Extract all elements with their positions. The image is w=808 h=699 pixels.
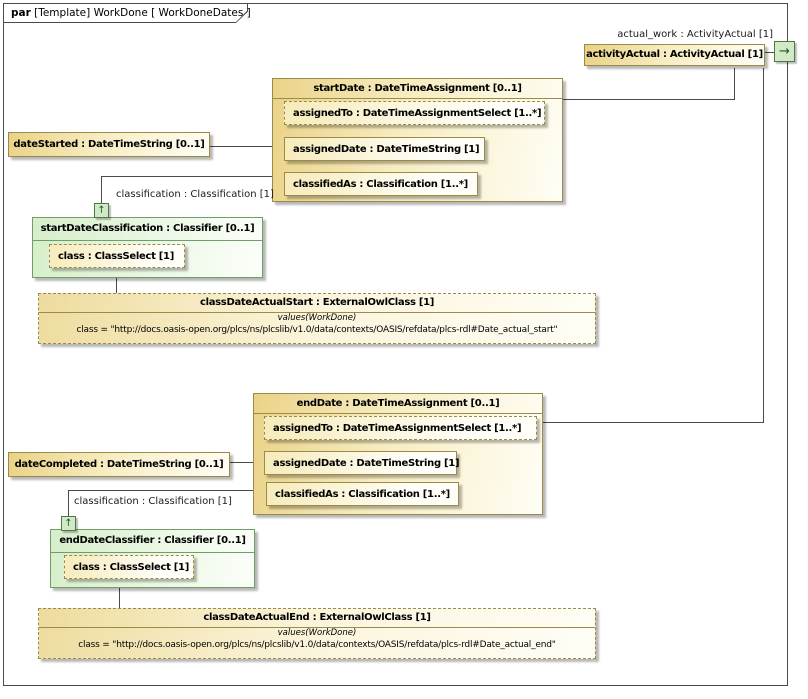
output-port[interactable]: →	[774, 41, 795, 62]
connector-line	[68, 490, 69, 517]
connector-line	[119, 578, 120, 609]
start-date-classifier-box[interactable]: startDateClassification : Classifier [0.…	[32, 217, 263, 278]
assigned-date-part[interactable]: assignedDate : DateTimeString [1]	[264, 451, 460, 475]
connector-line	[536, 422, 764, 423]
actual-work-connector-label: actual_work : ActivityActual [1]	[617, 29, 773, 40]
connector-line	[116, 267, 117, 294]
class-date-actual-start-box[interactable]: classDateActualStart : ExternalOwlClass …	[38, 293, 596, 344]
classification-connector-label: classification : Classification [1]	[116, 189, 274, 200]
connector-line	[765, 52, 774, 53]
class-select-part[interactable]: class : ClassSelect [1]	[64, 555, 194, 579]
frame-keyword: par	[11, 7, 31, 19]
frame-tab-text: par [Template] WorkDone [ WorkDoneDates …	[4, 4, 251, 22]
frame-title: [Template] WorkDone [ WorkDoneDates ]	[34, 7, 251, 19]
date-started-box[interactable]: dateStarted : DateTimeString [0..1]	[8, 132, 210, 157]
class-date-actual-end-box[interactable]: classDateActualEnd : ExternalOwlClass [1…	[38, 608, 596, 659]
end-date-assignment-box[interactable]: endDate : DateTimeAssignment [0..1] assi…	[253, 393, 543, 515]
up-arrow-icon: ↑	[97, 205, 106, 216]
box-title: startDate : DateTimeAssignment [0..1]	[273, 79, 562, 99]
box-title: endDate : DateTimeAssignment [0..1]	[254, 394, 542, 414]
assigned-date-part[interactable]: assignedDate : DateTimeString [1]	[284, 137, 485, 161]
connector-line	[101, 176, 102, 204]
classified-as-part[interactable]: classifiedAs : Classification [1..*]	[284, 172, 478, 196]
classified-as-part[interactable]: classifiedAs : Classification [1..*]	[266, 482, 459, 506]
up-arrow-icon: ↑	[64, 518, 73, 529]
frame-tab: par [Template] WorkDone [ WorkDoneDates …	[4, 4, 251, 23]
activity-actual-box[interactable]: activityActual : ActivityActual [1]	[584, 44, 765, 66]
connector-line	[734, 68, 735, 99]
box-title: classDateActualEnd : ExternalOwlClass [1…	[39, 609, 595, 628]
values-note: values(WorkDone)	[277, 628, 357, 638]
connector-line	[546, 99, 735, 100]
values-note: values(WorkDone)	[277, 313, 357, 323]
connector-line	[101, 176, 283, 177]
connector-line	[230, 462, 263, 463]
assigned-to-part[interactable]: assignedTo : DateTimeAssignmentSelect [1…	[284, 101, 545, 125]
classification-connector-label: classification : Classification [1]	[74, 496, 232, 507]
class-select-part[interactable]: class : ClassSelect [1]	[49, 244, 185, 268]
end-date-classifier-box[interactable]: endDateClassifier : Classifier [0..1] cl…	[50, 529, 255, 588]
class-value: class = "http://docs.oasis-open.org/plcs…	[76, 325, 558, 335]
classifier-input-port[interactable]: ↑	[61, 516, 76, 531]
box-title: endDateClassifier : Classifier [0..1]	[51, 530, 254, 553]
assigned-to-part[interactable]: assignedTo : DateTimeAssignmentSelect [1…	[264, 416, 537, 440]
connector-line	[210, 146, 283, 147]
box-title: classDateActualStart : ExternalOwlClass …	[39, 294, 595, 313]
start-date-assignment-box[interactable]: startDate : DateTimeAssignment [0..1] as…	[272, 78, 563, 202]
right-arrow-icon: →	[779, 44, 790, 59]
connector-line	[68, 490, 266, 491]
box-title: startDateClassification : Classifier [0.…	[33, 218, 262, 241]
connector-line	[763, 68, 764, 423]
class-value: class = "http://docs.oasis-open.org/plcs…	[78, 640, 556, 650]
date-completed-box[interactable]: dateCompleted : DateTimeString [0..1]	[8, 452, 230, 477]
classifier-input-port[interactable]: ↑	[94, 203, 109, 218]
